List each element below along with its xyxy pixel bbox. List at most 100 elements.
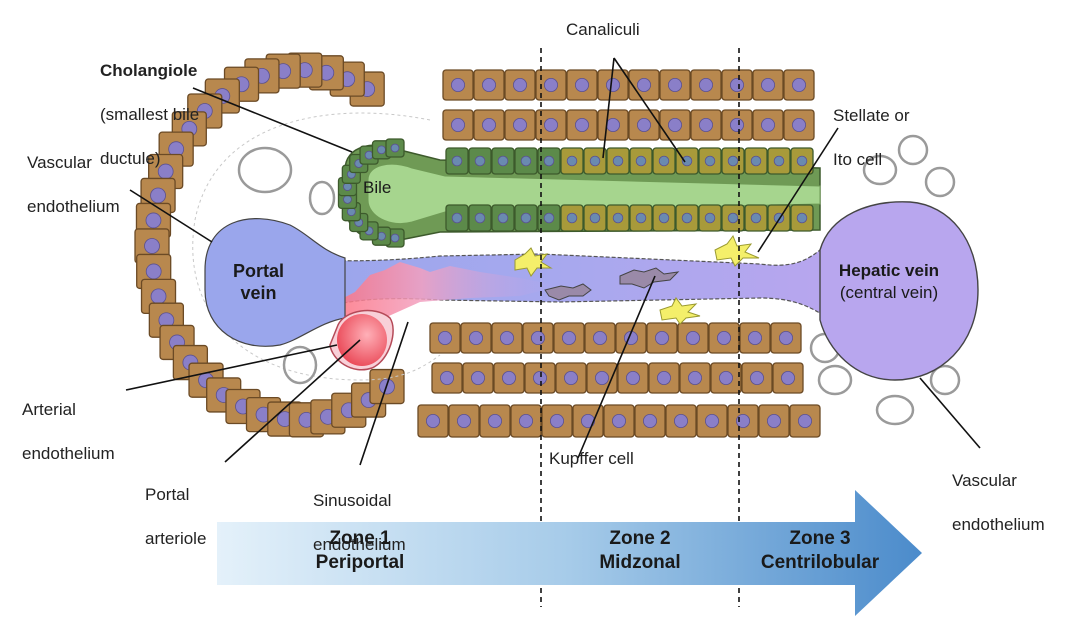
hepatocyte-nucleus bbox=[719, 370, 734, 385]
hepatocyte-nucleus bbox=[643, 413, 658, 428]
sinusoidal-band bbox=[330, 262, 560, 330]
hepatocyte-nucleus bbox=[612, 413, 627, 428]
hepatocyte-nucleus bbox=[501, 370, 516, 385]
hepatic-vein bbox=[819, 201, 979, 381]
hepatocyte-nucleus bbox=[425, 413, 440, 428]
hepatocyte-nucleus bbox=[481, 78, 496, 93]
hepatocyte-nucleus bbox=[761, 78, 776, 93]
vascular-endothelium-left-label: Vascular endothelium bbox=[27, 130, 120, 218]
hepatic-vein-line1: Hepatic vein bbox=[838, 261, 940, 280]
sinusoidal-endothelium-label: Sinusoidal endothelium bbox=[313, 468, 406, 556]
portal-arteriole-label: Portal arteriole bbox=[145, 462, 206, 550]
hepatocyte-nucleus bbox=[550, 413, 565, 428]
hepatocyte-nucleus bbox=[688, 370, 703, 385]
zone-3-line2: Centrilobular bbox=[760, 552, 880, 573]
duct-head-cell-nucleus bbox=[377, 231, 386, 241]
duct-cell-bottom-nucleus bbox=[589, 212, 601, 224]
duct-cell-bottom-nucleus bbox=[727, 212, 739, 224]
limiting-plate-outline bbox=[192, 112, 441, 381]
hepatocyte-nucleus bbox=[668, 118, 683, 133]
duct-cell-bottom-nucleus bbox=[704, 212, 716, 224]
hepatocyte-nucleus bbox=[606, 78, 621, 93]
hepatocyte-nucleus bbox=[655, 330, 670, 345]
portal-vein-line2: vein bbox=[240, 283, 277, 303]
duct-cell-bottom-nucleus bbox=[520, 212, 532, 224]
hepatocyte-nucleus bbox=[519, 413, 534, 428]
vascular-endothelium-right-label: Vascular endothelium bbox=[952, 448, 1045, 536]
hepatocyte-nucleus bbox=[637, 78, 652, 93]
duct-cell-top-nucleus bbox=[520, 155, 532, 167]
hepatocyte-nucleus bbox=[761, 118, 776, 133]
periportal-hepatocyte-nucleus bbox=[150, 187, 166, 204]
duct-cell-bottom-nucleus bbox=[681, 212, 693, 224]
hepatocyte-nucleus bbox=[595, 370, 610, 385]
duct-cell-top-nucleus bbox=[589, 155, 601, 167]
hepatocyte-nucleus bbox=[699, 78, 714, 93]
hepatocyte-nucleus bbox=[657, 370, 672, 385]
duct-cell-bottom-nucleus bbox=[497, 212, 509, 224]
hepatocyte-nucleus bbox=[748, 330, 763, 345]
duct-head-cell-nucleus bbox=[343, 195, 352, 204]
duct-cell-bottom-nucleus bbox=[543, 212, 555, 224]
bile-label: Bile bbox=[363, 178, 392, 197]
hepatic-vein-label: Hepatic vein (central vein) bbox=[824, 260, 954, 304]
hepatocyte-nucleus bbox=[470, 370, 485, 385]
duct-cell-top-nucleus bbox=[681, 155, 693, 167]
hepatocyte-nucleus bbox=[792, 78, 807, 93]
hepatocyte-nucleus bbox=[513, 78, 528, 93]
duct-cell-top-nucleus bbox=[796, 155, 808, 167]
duct-cell-top-nucleus bbox=[566, 155, 578, 167]
duct-head-cell-nucleus bbox=[390, 143, 400, 153]
zone-2-line2: Midzonal bbox=[599, 552, 681, 573]
hepatocyte-nucleus bbox=[450, 118, 465, 133]
hepatocyte-nucleus bbox=[699, 118, 714, 133]
hepatocyte-nucleus bbox=[544, 118, 559, 133]
hepatocyte-nucleus bbox=[468, 330, 483, 345]
hepatocyte-nucleus bbox=[499, 330, 514, 345]
hepatocyte-nucleus bbox=[792, 118, 807, 133]
arterial-endo-line1: Arterial bbox=[22, 400, 76, 419]
duct-head-cell-nucleus bbox=[377, 145, 386, 155]
hepatocyte-nucleus bbox=[798, 413, 813, 428]
duct-cell-top-nucleus bbox=[727, 155, 739, 167]
hepatocyte-nucleus bbox=[575, 78, 590, 93]
cholangiole bbox=[337, 138, 821, 248]
stellate-cell-label: Stellate or Ito cell bbox=[833, 83, 910, 171]
portal-arteriole bbox=[329, 309, 394, 371]
hepatocyte-nucleus bbox=[637, 118, 652, 133]
kupffer-cell-label: Kupffer cell bbox=[549, 449, 634, 468]
duct-cell-top-nucleus bbox=[612, 155, 624, 167]
hepatocyte-nucleus bbox=[750, 370, 765, 385]
hepatocyte-nucleus bbox=[730, 118, 745, 133]
hepatic-vein-line2: (central vein) bbox=[839, 283, 939, 302]
zone-2-label: Zone 2 Midzonal bbox=[570, 527, 710, 575]
hepatocyte-nucleus bbox=[767, 413, 782, 428]
periportal-cell-arc bbox=[134, 52, 405, 438]
canaliculi-label: Canaliculi bbox=[566, 20, 640, 39]
vascular-endo-left-line2: endothelium bbox=[27, 197, 120, 216]
hepatocyte-nucleus bbox=[456, 413, 471, 428]
duct-cell-top-nucleus bbox=[451, 155, 463, 167]
zone-1-label: Zone 1 Periportal bbox=[290, 527, 430, 575]
cholangiole-sub2: ductule) bbox=[100, 149, 161, 168]
vascular-endo-right-line1: Vascular bbox=[952, 471, 1017, 490]
hepatocyte-plates bbox=[417, 69, 821, 438]
cholangiole-label: Cholangiole (smallest bile ductule) bbox=[100, 38, 199, 170]
duct-cell-top-nucleus bbox=[773, 155, 785, 167]
periportal-hepatocyte-nucleus bbox=[145, 212, 162, 229]
zone-3-label: Zone 3 Centrilobular bbox=[740, 527, 900, 575]
hepatocyte-nucleus bbox=[562, 330, 577, 345]
hepatocyte-nucleus bbox=[730, 78, 745, 93]
hepatocyte-nucleus bbox=[705, 413, 720, 428]
zone-3-line1: Zone 3 bbox=[789, 528, 851, 549]
hepatocyte-nucleus bbox=[437, 330, 452, 345]
stellate-cells bbox=[514, 234, 760, 325]
hepatocyte-nucleus bbox=[513, 118, 528, 133]
duct-cell-bottom-nucleus bbox=[612, 212, 624, 224]
kupffer-cells bbox=[544, 267, 680, 301]
duct-cell-bottom-nucleus bbox=[796, 212, 808, 224]
arterial-endo-line2: endothelium bbox=[22, 444, 115, 463]
hepatocyte-nucleus bbox=[544, 78, 559, 93]
duct-cell-top-nucleus bbox=[635, 155, 647, 167]
